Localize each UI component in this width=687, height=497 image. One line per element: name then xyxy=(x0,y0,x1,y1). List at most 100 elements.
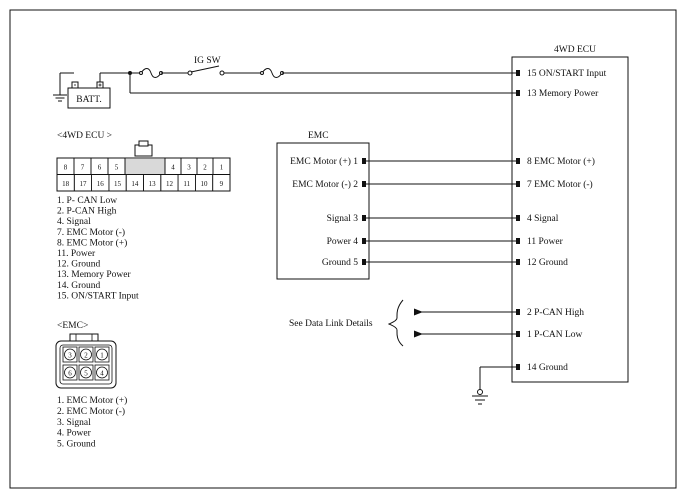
emc-pin-number: 6 xyxy=(68,370,72,378)
ecu-pin-15-label: 15 ON/START Input xyxy=(527,69,607,79)
ecu-pin-number: 7 xyxy=(81,164,85,172)
emc-connector-body xyxy=(55,340,117,389)
emc-connector-top-row: 3 2 1 xyxy=(62,346,110,363)
emc-terminal-5 xyxy=(362,259,366,265)
ecu-connector-latch-tab xyxy=(138,140,149,147)
legend-item: 4. Power xyxy=(57,429,92,439)
ecu-pin-7-label: 7 EMC Motor (-) xyxy=(527,179,593,190)
emc-pin-number: 2 xyxy=(84,352,88,360)
ecu-pin-number: 3 xyxy=(187,164,191,172)
emc-pin-socket xyxy=(96,366,108,379)
legend-item: 11. Power xyxy=(57,249,96,259)
ecu-pin-number: 14 xyxy=(131,180,139,188)
data-link-note: See Data Link Details xyxy=(289,319,373,329)
emc-pin-2-label: EMC Motor (-) 2 xyxy=(292,179,358,190)
ecu-pin-14-label: 14 Ground xyxy=(527,363,568,373)
battery-label: BATT. xyxy=(76,95,101,105)
ecu-pin-number: 8 xyxy=(64,164,68,172)
emc-pin-socket xyxy=(64,348,76,361)
emc-terminal-2 xyxy=(362,181,366,187)
ecu-connector-latch xyxy=(134,144,153,157)
ecu-pin-number: 1 xyxy=(220,164,224,172)
legend-item: 4. Signal xyxy=(57,217,91,227)
emc-pin-4-label: Power 4 xyxy=(327,237,359,247)
ecu-pin-number: 5 xyxy=(115,164,119,172)
ecu-terminal-7 xyxy=(516,181,520,187)
ecu-pin-2-label: 2 P-CAN High xyxy=(527,308,584,318)
emc-pin-cell xyxy=(62,346,78,363)
emc-terminal-1 xyxy=(362,158,366,164)
emc-pin-cell xyxy=(94,364,110,381)
legend-item: 15. ON/START Input xyxy=(57,291,139,301)
legend-item: 2. P-CAN High xyxy=(57,207,117,217)
ecu-terminal-8 xyxy=(516,158,520,164)
ecu-pin-4-label: 4 Signal xyxy=(527,214,559,224)
emc-pin-1-label: EMC Motor (+) 1 xyxy=(290,156,358,167)
ig-switch-contact-b xyxy=(219,70,225,76)
fuse-2-terminal-a xyxy=(260,71,264,75)
emc-pin-number: 4 xyxy=(100,370,104,378)
emc-pin-3-label: Signal 3 xyxy=(327,214,359,224)
ecu-pin-13-label: 13 Memory Power xyxy=(527,89,599,99)
emc-connector-face xyxy=(55,333,117,389)
emc-terminal-3 xyxy=(362,215,366,221)
ecu-terminal-13 xyxy=(516,90,520,96)
battery-box xyxy=(67,87,111,109)
ecu-terminal-2 xyxy=(516,309,520,315)
emc-pin-5-label: Ground 5 xyxy=(322,258,358,268)
fuse-2-icon xyxy=(261,68,283,78)
ig-switch-label: IG SW xyxy=(194,56,221,66)
ecu-pin-11-label: 11 Power xyxy=(527,237,564,247)
legend-item: 7. EMC Motor (-) xyxy=(57,227,125,238)
ecu-box xyxy=(511,56,629,383)
ecu-pin-number: 18 xyxy=(62,180,70,188)
legend-item: 12. Ground xyxy=(57,260,101,270)
ecu-pin-1-label: 1 P-CAN Low xyxy=(527,330,583,340)
fuse-1-icon xyxy=(140,68,162,78)
ig-switch-blade xyxy=(190,65,220,73)
emc-pin-socket xyxy=(80,348,92,361)
emc-connector-latch xyxy=(69,333,99,342)
legend-item: 5. Ground xyxy=(57,440,96,450)
emc-connector-heading: <EMC> xyxy=(57,321,88,331)
emc-pin-number: 3 xyxy=(68,352,72,360)
fuse-1-terminal-a xyxy=(139,71,143,75)
emc-pin-cell xyxy=(78,346,94,363)
legend-item: 13. Memory Power xyxy=(57,270,131,280)
ecu-pin-number: 11 xyxy=(183,180,190,188)
ecu-pin-cell xyxy=(212,174,231,192)
ecu-pin-12-label: 12 Ground xyxy=(527,258,568,268)
emc-pin-socket xyxy=(80,366,92,379)
ecu-title: 4WD ECU xyxy=(554,45,596,55)
legend-item: 14. Ground xyxy=(57,281,101,291)
page-border xyxy=(9,9,677,489)
ecu-pin-number: 16 xyxy=(97,180,105,188)
ecu-terminal-1 xyxy=(516,331,520,337)
ecu-terminal-14 xyxy=(516,364,520,370)
ecu-pin-number: 6 xyxy=(98,164,102,172)
ecu-ground-point xyxy=(477,389,483,395)
emc-pin-socket xyxy=(64,366,76,379)
emc-pin-socket xyxy=(96,348,108,361)
ecu-pin-number: 12 xyxy=(166,180,174,188)
ecu-terminal-11 xyxy=(516,238,520,244)
emc-pin-cell xyxy=(62,364,78,381)
ecu-pin-number: 2 xyxy=(203,164,207,172)
ecu-pin-number: 10 xyxy=(201,180,209,188)
ecu-connector-keyway xyxy=(125,158,165,175)
ecu-pin-number: 15 xyxy=(114,180,122,188)
emc-pin-cell xyxy=(78,364,94,381)
emc-title: EMC xyxy=(308,131,329,141)
legend-item: 1. P- CAN Low xyxy=(57,196,117,206)
ecu-pin-8-label: 8 EMC Motor (+) xyxy=(527,156,595,167)
emc-connector-inner xyxy=(59,344,113,385)
ecu-terminal-15 xyxy=(516,70,520,76)
emc-pin-number: 1 xyxy=(100,352,104,360)
ecu-connector-heading: <4WD ECU > xyxy=(57,131,112,141)
ecu-terminal-12 xyxy=(516,259,520,265)
emc-box xyxy=(276,142,370,280)
legend-item: 2. EMC Motor (-) xyxy=(57,406,125,417)
